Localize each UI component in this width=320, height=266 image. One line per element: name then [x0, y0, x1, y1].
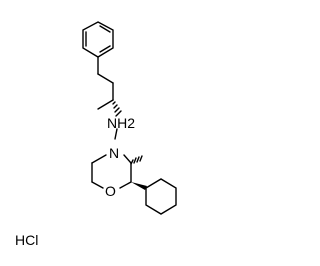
n-n-bond — [114, 128, 118, 140]
stereo-wedge-bond-cyclohexyl — [131, 182, 147, 190]
cyclohexyl-ring — [145, 178, 177, 215]
morpholine-ring — [91, 154, 132, 189]
molecule-structure: NH2 N O HCl — [15, 21, 177, 248]
stereo-hash-bond-methyl — [130, 155, 143, 165]
stereo-hash-bond-amine — [112, 101, 122, 117]
amine-label: NH2 — [107, 115, 135, 131]
ring-oxygen-label: O — [105, 183, 116, 199]
salt-label: HCl — [15, 232, 38, 248]
ring-nitrogen-label: N — [109, 145, 119, 161]
phenyl-ring — [82, 21, 114, 58]
alkyl-chain — [97, 56, 114, 110]
